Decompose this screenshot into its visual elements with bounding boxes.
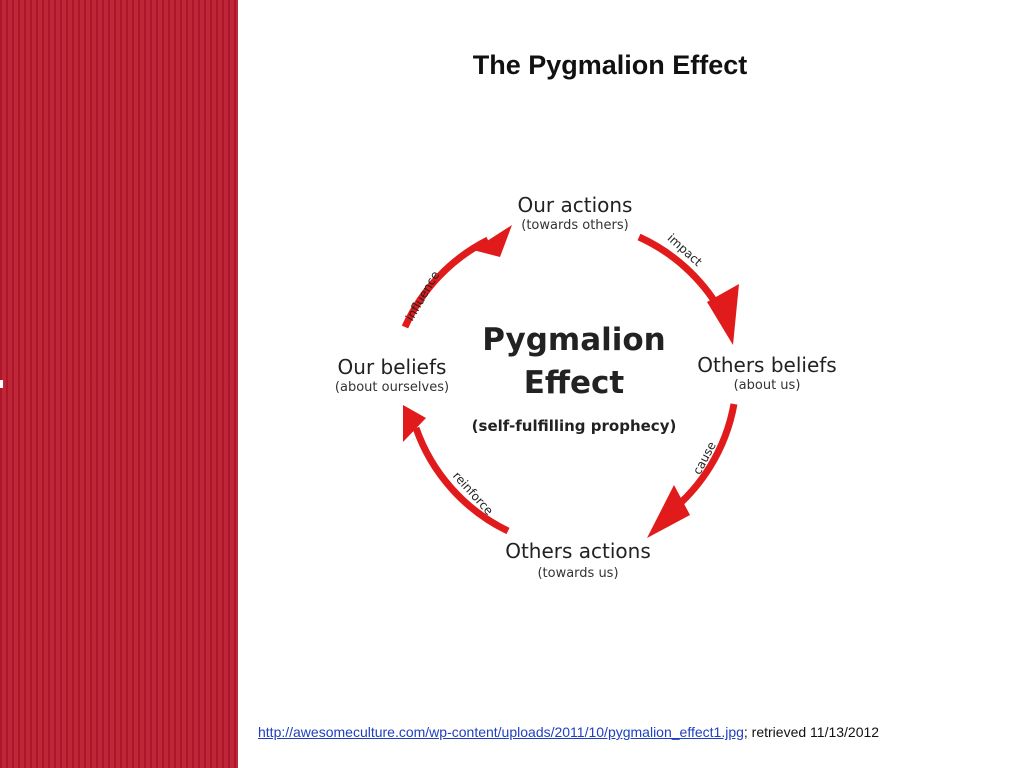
node-right-sub: (about us) <box>734 378 801 393</box>
arrowheads <box>403 225 739 538</box>
node-top-sub: (towards others) <box>521 218 628 233</box>
source-citation: http://awesomeculture.com/wp-content/upl… <box>258 724 879 740</box>
node-bottom-main: Others actions <box>505 539 651 563</box>
edge-label-influence: influence <box>403 269 443 324</box>
arrowhead-bottom <box>647 485 690 538</box>
source-retrieved-text: ; retrieved 11/13/2012 <box>743 724 880 740</box>
node-bottom-sub: (towards us) <box>537 566 618 581</box>
node-left-main: Our beliefs <box>338 355 447 379</box>
arrow-left-top <box>401 236 490 329</box>
node-top-main: Our actions <box>518 193 633 217</box>
node-right-main: Others beliefs <box>697 353 836 377</box>
arrowhead-left <box>403 405 426 442</box>
decorative-side-band <box>0 0 238 768</box>
center-subtitle: (self-fulfilling prophecy) <box>472 417 677 435</box>
slide-title: The Pygmalion Effect <box>472 50 748 80</box>
arrowhead-top <box>473 225 512 257</box>
node-left-sub: (about ourselves) <box>335 380 449 395</box>
side-notch <box>0 380 3 388</box>
arrowhead-right <box>707 284 739 345</box>
center-title-line1: Pygmalion <box>482 322 666 358</box>
center-title-line2: Effect <box>524 365 625 401</box>
arrow-bottom-left <box>412 426 510 535</box>
source-link[interactable]: http://awesomeculture.com/wp-content/upl… <box>258 724 744 740</box>
